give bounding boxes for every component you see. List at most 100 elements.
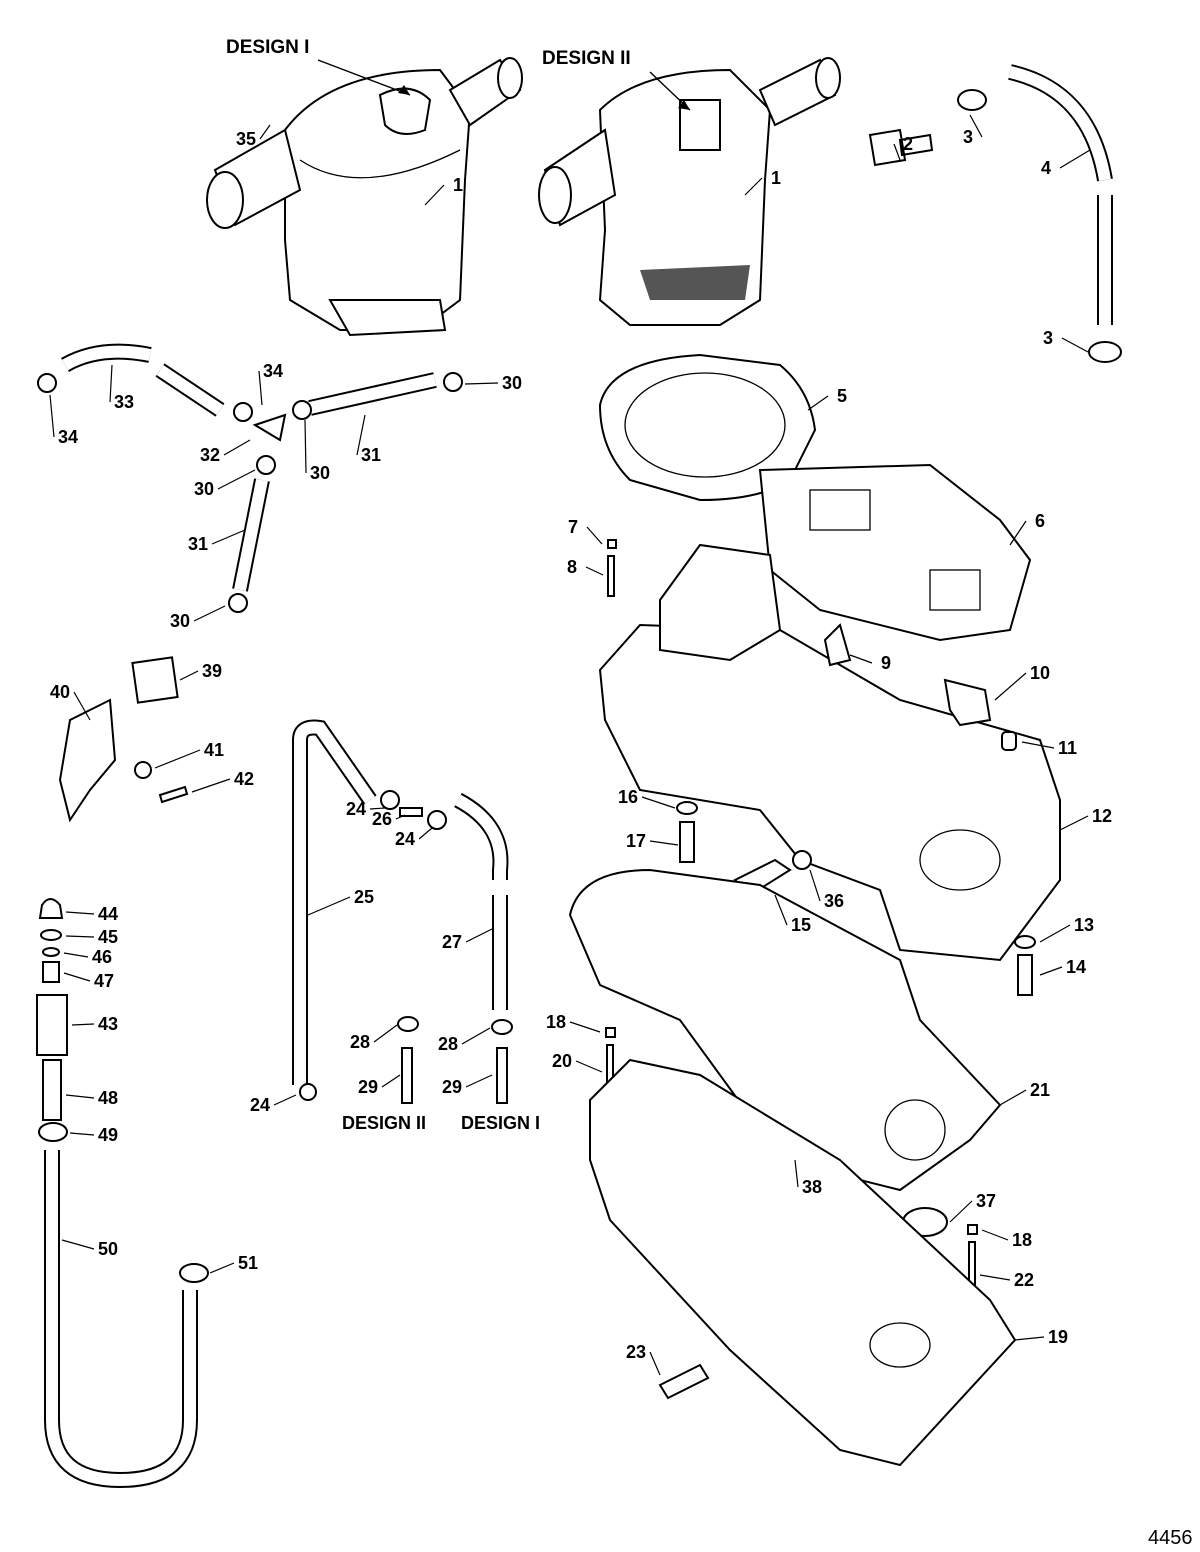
callout-14: 14 [1066, 957, 1086, 977]
callout-18: 18 [1012, 1230, 1032, 1250]
leader-line-42 [191, 778, 231, 793]
callout-7: 7 [568, 517, 578, 537]
leader-line-51 [209, 1262, 235, 1274]
exhaust-tower [659, 543, 782, 662]
arrowhead-icon [398, 85, 410, 95]
leader-line-36 [809, 869, 821, 902]
callout-39: 39 [202, 661, 222, 681]
callout-31: 31 [361, 445, 381, 465]
leader-line-9 [849, 654, 873, 664]
plug-11 [1001, 731, 1017, 751]
leader-line-43 [71, 1023, 95, 1026]
callout-50: 50 [98, 1239, 118, 1259]
pad-39 [131, 656, 179, 704]
leader-line-28 [373, 1024, 398, 1043]
leader-line-3 [1061, 337, 1089, 353]
leader-line-6 [1009, 520, 1027, 546]
leader-line-30 [464, 382, 499, 385]
leader-line-35 [259, 124, 271, 140]
callout-47: 47 [94, 971, 114, 991]
callout-37: 37 [976, 1191, 996, 1211]
muffler-design-ii [538, 57, 841, 326]
plate-19 [589, 1058, 1017, 1467]
fitting-2 [868, 128, 934, 167]
leader-line-5 [807, 395, 829, 411]
leader-line-1 [744, 177, 763, 196]
leader-line-34 [258, 370, 263, 406]
callout-32: 32 [200, 445, 220, 465]
leader-line-49 [69, 1132, 95, 1136]
leader-line-30 [304, 419, 307, 474]
callout-16: 16 [618, 787, 638, 807]
leader-line-24 [369, 807, 386, 810]
leader-line-24 [273, 1094, 297, 1106]
clamp-3b [1088, 341, 1122, 363]
callout-24: 24 [346, 799, 366, 819]
design-ii-label: DESIGN II [542, 48, 631, 69]
leader-line-1 [424, 184, 445, 206]
leader-line-31 [211, 529, 246, 545]
callout-44: 44 [98, 904, 118, 924]
callout-38: 38 [802, 1177, 822, 1197]
leader-line-11 [1021, 741, 1055, 749]
callout-23: 23 [626, 1342, 646, 1362]
callout-28: 28 [438, 1034, 458, 1054]
leader-line-44 [65, 911, 95, 915]
leader-line-45 [65, 935, 95, 938]
leader-line-21 [999, 1089, 1027, 1106]
callout-30: 30 [170, 611, 190, 631]
parts-drawing [36, 57, 1122, 1489]
callout-3: 3 [1043, 328, 1053, 348]
leader-line-8 [585, 566, 604, 576]
callout-10: 10 [1030, 663, 1050, 683]
callout-4: 4 [1041, 158, 1051, 178]
callout-30: 30 [502, 373, 522, 393]
callout-17: 17 [626, 831, 646, 851]
fasteners [605, 539, 1036, 1400]
callout-1: 1 [453, 175, 463, 195]
elbow-10 [943, 678, 992, 727]
callout-34: 34 [58, 427, 78, 447]
leader-line-20 [575, 1060, 603, 1073]
callout-30: 30 [194, 479, 214, 499]
callout-21: 21 [1030, 1080, 1050, 1100]
leader-line-17 [649, 840, 679, 846]
leader-line-38 [794, 1159, 799, 1188]
gasket-6 [758, 463, 1032, 642]
bracket-40 [58, 698, 117, 823]
leader-line-25 [307, 896, 351, 916]
leader-line-31 [356, 414, 366, 456]
leader-line-50 [61, 1239, 95, 1250]
callout-9: 9 [881, 653, 891, 673]
design-ii-label-29: DESIGN II [342, 1113, 426, 1133]
washer-41 [134, 761, 152, 779]
figure-number: 4456 [1148, 1527, 1193, 1549]
callout-5: 5 [837, 386, 847, 406]
callout-13: 13 [1074, 915, 1094, 935]
callout-43: 43 [98, 1014, 118, 1034]
callout-41: 41 [204, 740, 224, 760]
leader-line-48 [65, 1094, 95, 1099]
leader-line-30 [217, 469, 256, 490]
callout-34: 34 [263, 361, 283, 381]
callout-35: 35 [236, 129, 256, 149]
leader-line-19 [1014, 1336, 1045, 1341]
leader-line-28 [461, 1027, 491, 1045]
filter-assembly [36, 898, 209, 1283]
leader-line-7 [586, 526, 603, 545]
callout-28: 28 [350, 1032, 370, 1052]
callout-2: 2 [903, 134, 913, 154]
callout-36: 36 [824, 891, 844, 911]
leader-line-34 [49, 394, 55, 438]
callout-24: 24 [250, 1095, 270, 1115]
callout-24: 24 [395, 829, 415, 849]
leader-line-39 [179, 670, 199, 681]
callout-1: 1 [771, 168, 781, 188]
clamps [37, 372, 463, 613]
callout-29: 29 [358, 1077, 378, 1097]
leader-line-24 [418, 827, 433, 840]
leader-line-40 [73, 691, 91, 721]
leader-line-16 [641, 796, 676, 809]
callout-46: 46 [92, 947, 112, 967]
